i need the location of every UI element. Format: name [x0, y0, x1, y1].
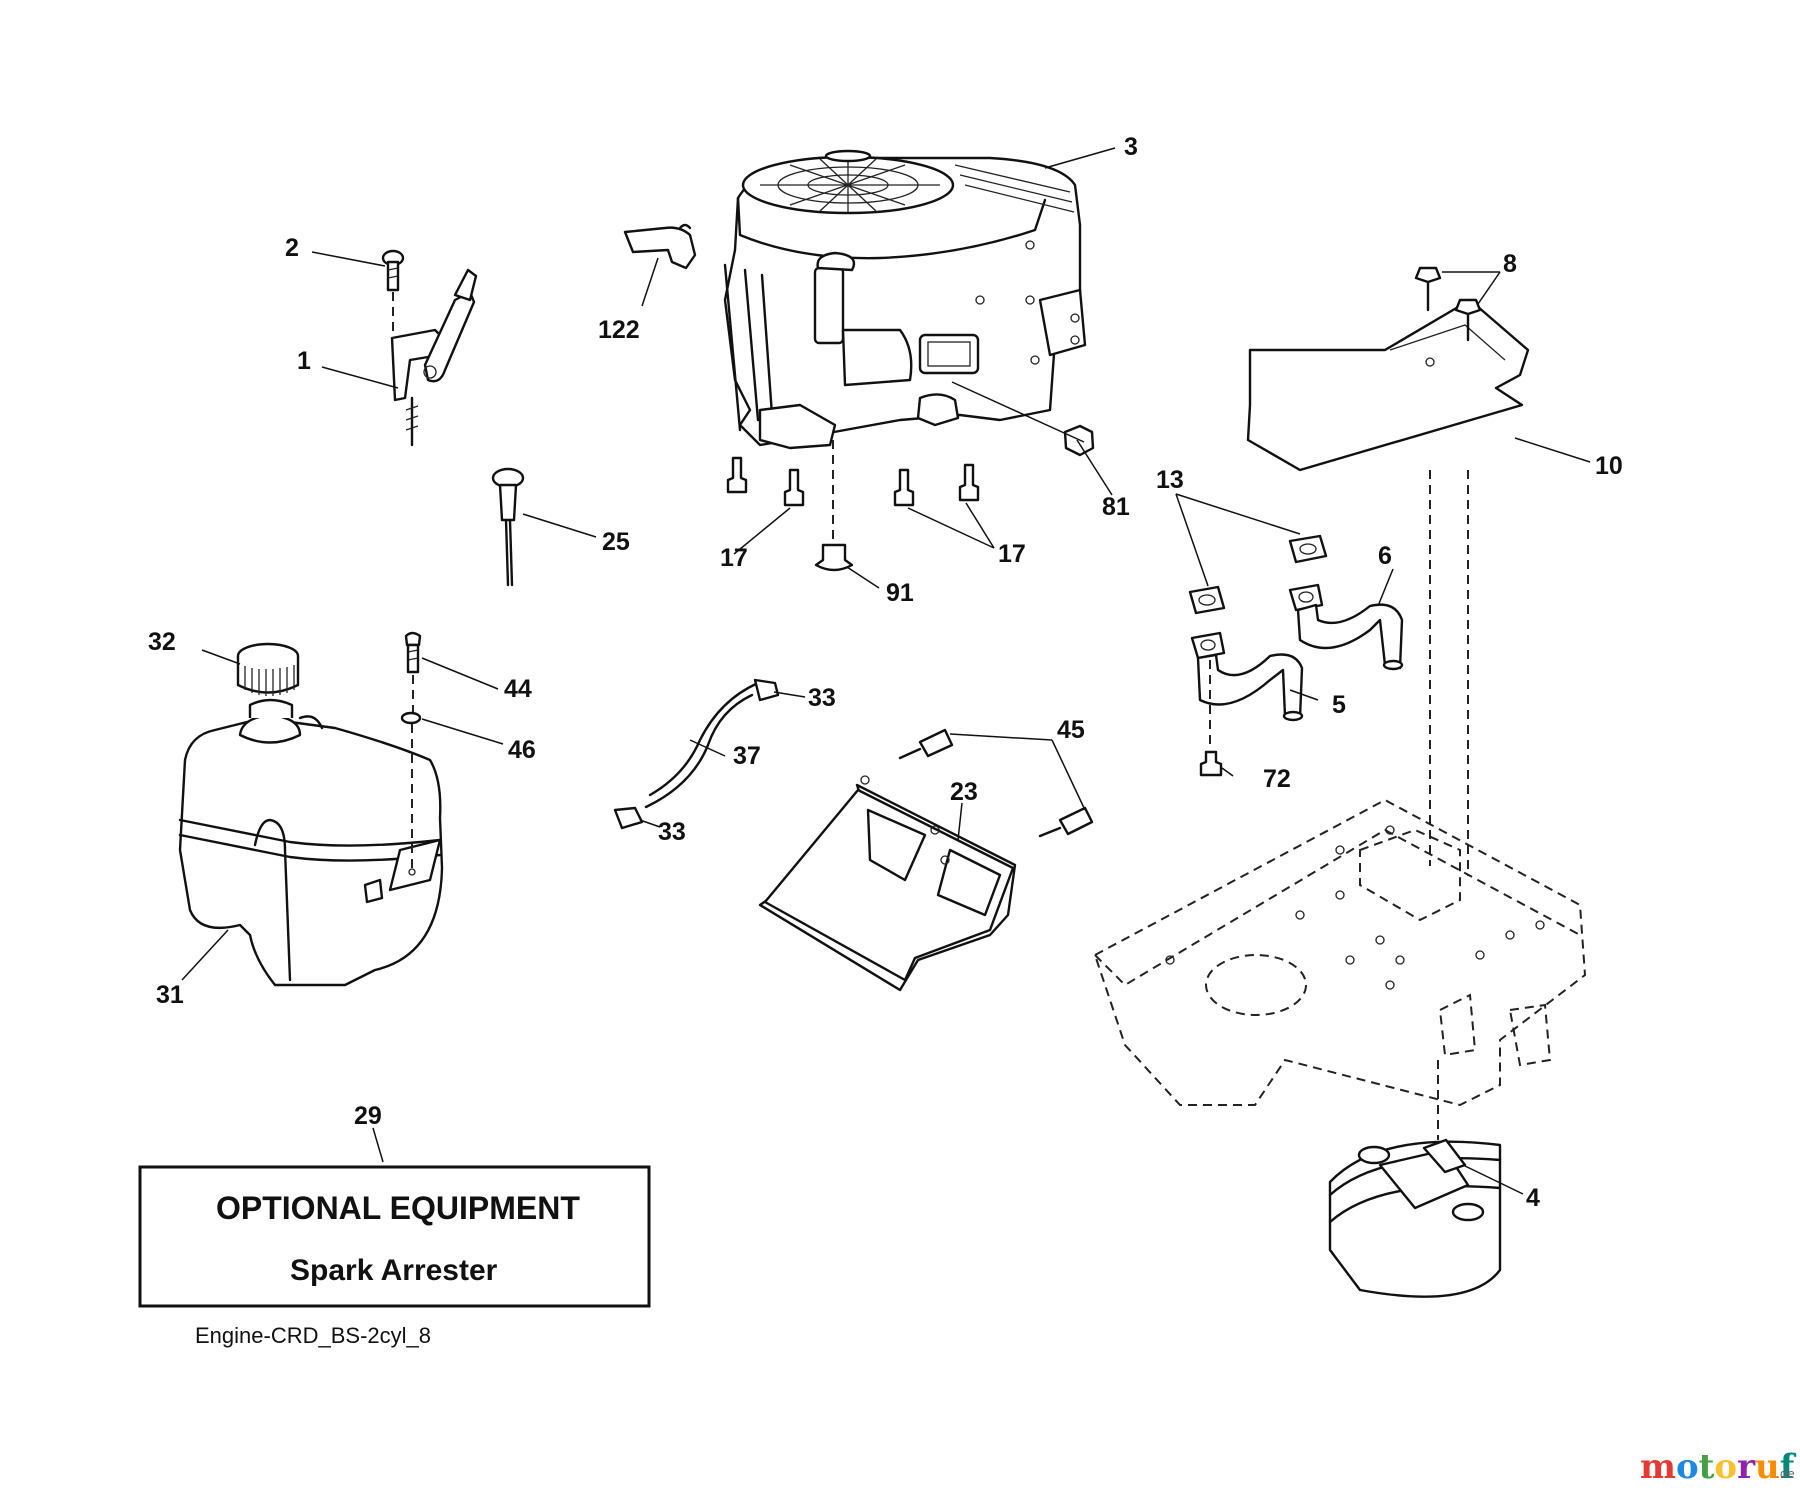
callout-33-top: 33: [808, 684, 836, 712]
optional-equipment-box: OPTIONAL EQUIPMENT Spark Arrester: [138, 1165, 651, 1308]
callout-72: 72: [1263, 765, 1291, 793]
bolt-44: [404, 631, 422, 674]
engine: [723, 149, 1087, 450]
leader-lines: [181, 147, 1591, 1195]
callout-46: 46: [508, 736, 536, 764]
callout-1: 1: [297, 347, 311, 375]
callout-31: 31: [156, 981, 184, 1009]
watermark-text: motoruf: [1640, 1447, 1797, 1487]
svg-text:.de: .de: [1776, 1467, 1795, 1481]
diagram-caption: Engine-CRD_BS-2cyl_8: [195, 1323, 431, 1348]
exhaust-pipe-5: [1190, 631, 1304, 722]
callout-numbers: 3 2 1 122 8 10 81 13 25 17 17 91 6 32 44…: [148, 133, 1623, 1212]
screws-8: [1414, 266, 1482, 342]
optional-equipment-item: Spark Arrester: [290, 1254, 498, 1287]
callout-8: 8: [1503, 250, 1517, 278]
callout-23: 23: [950, 778, 978, 806]
callout-25: 25: [602, 528, 630, 556]
callout-45: 45: [1057, 716, 1085, 744]
bracket-23: [758, 775, 1017, 992]
throttle-control: [390, 268, 478, 447]
optional-equipment-title: OPTIONAL EQUIPMENT: [216, 1190, 580, 1226]
muffler: [1328, 1138, 1502, 1298]
washer-46: [400, 711, 422, 725]
fuel-cap: [236, 642, 300, 696]
screw-2: [381, 249, 405, 292]
callout-122: 122: [598, 316, 640, 344]
callout-17-right: 17: [998, 540, 1026, 568]
callout-33-bottom: 33: [658, 818, 686, 846]
fuel-line-clip: [623, 223, 697, 270]
callout-29: 29: [354, 1102, 382, 1130]
frame: [1093, 798, 1587, 1107]
callout-32: 32: [148, 628, 176, 656]
callout-10: 10: [1595, 452, 1623, 480]
callout-91: 91: [886, 579, 914, 607]
dipstick: [491, 467, 525, 587]
callout-6: 6: [1378, 542, 1392, 570]
watermark-logo: motoruf .de: [1640, 1447, 1797, 1487]
bolt-72: [1199, 750, 1223, 777]
callout-2: 2: [285, 234, 299, 262]
fuel-line: [613, 678, 780, 830]
callout-5: 5: [1332, 691, 1346, 719]
callout-3: 3: [1124, 133, 1138, 161]
fuel-tank: [178, 698, 444, 987]
callout-37: 37: [733, 742, 761, 770]
bolts-17: [726, 456, 980, 507]
exhaust-pipe-6: [1288, 583, 1404, 671]
callout-4: 4: [1526, 1184, 1540, 1212]
callout-13: 13: [1156, 466, 1184, 494]
oil-filter-adapter-91: [814, 543, 854, 572]
callout-17-left: 17: [720, 544, 748, 572]
screws-45: [898, 728, 1094, 838]
heat-shield: [1246, 298, 1530, 472]
gaskets-13: [1188, 534, 1328, 615]
callout-44: 44: [504, 675, 532, 703]
callout-81: 81: [1102, 493, 1130, 521]
